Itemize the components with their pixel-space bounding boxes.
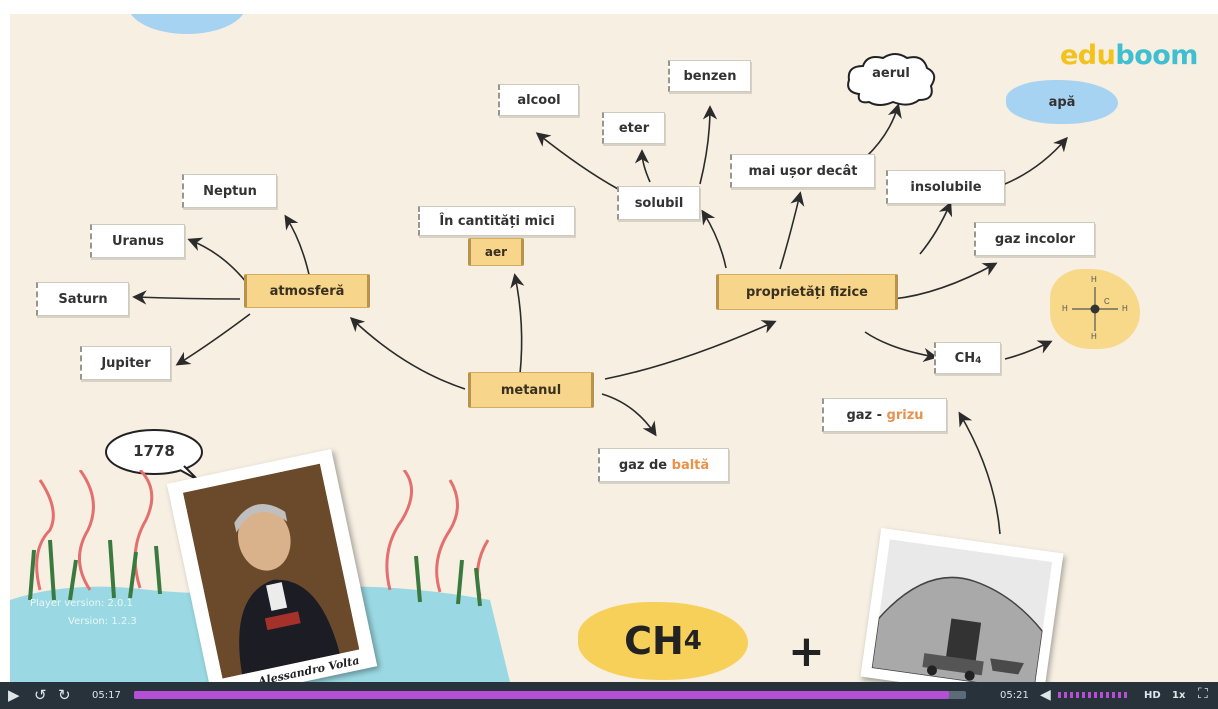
node-uranus: Uranus [90,224,185,258]
volume-slider[interactable] [1058,692,1130,698]
forward-icon[interactable]: ↻ [58,686,71,704]
version-line-1: Player version: 2.0.1 [30,598,133,609]
volume-icon[interactable]: ◀ [1040,687,1051,703]
node-atmosfera: atmosferă [244,274,370,308]
cloud-decoration [128,14,246,34]
node-apa: apă [1006,80,1118,124]
progress-fill [134,691,950,699]
version-line-2: Version: 1.2.3 [68,616,137,627]
speed-button[interactable]: 1x [1172,690,1186,701]
atom-h-right: H [1122,304,1128,313]
node-gaz-incolor: gaz incolor [974,222,1095,256]
year-label: 1778 [133,442,175,460]
node-mai-usor-decat: mai ușor decât [730,154,875,188]
eduboom-logo: eduboom [1060,40,1198,71]
rewind-icon[interactable]: ↺ [34,686,47,704]
node-gaz-de-balta: gaz de baltă [598,448,729,482]
node-proprietati-fizice: proprietăți fizice [716,274,898,310]
cloud-aerul [847,53,936,106]
node-benzen: benzen [668,60,751,92]
node-in-cantitati-mici: În cantități mici [418,206,575,236]
node-eter: eter [602,112,665,144]
molecule-diagram [1072,287,1118,331]
node-aer: aer [468,238,524,266]
node-jupiter: Jupiter [80,346,171,380]
volta-portrait-card: Alessandro Volta [166,448,378,682]
fullscreen-icon[interactable]: ⛶ [1198,686,1208,702]
atom-c: C [1104,297,1110,306]
quality-button[interactable]: HD [1144,690,1161,701]
play-icon[interactable]: ▶ [8,686,20,704]
atom-h-top: H [1091,275,1097,284]
node-insolubile: insolubile [886,170,1005,204]
mine-illustration [871,539,1053,682]
node-metanul: metanul [468,372,594,408]
current-time: 05:17 [92,690,121,701]
methane-molecule: H H C H H [1050,269,1140,349]
atom-h-left: H [1062,304,1068,313]
total-time: 05:21 [1000,690,1029,701]
mine-illustration-card [860,527,1064,682]
video-player-bar: ▶ ↺ ↻ 05:17 05:21 ◀ HD 1x ⛶ [0,682,1218,709]
progress-track[interactable] [134,691,966,699]
node-alcool: alcool [498,84,579,116]
lesson-canvas: eduboom metanul atmosferă proprietăți fi… [10,14,1218,682]
volta-portrait [182,463,360,679]
node-neptun: Neptun [182,174,277,208]
label-aerul: aerul [872,66,910,81]
node-saturn: Saturn [36,282,129,316]
node-gaz-grizu: gaz - grizu [822,398,947,432]
connector-arrows [132,103,1068,535]
node-solubil: solubil [617,186,700,220]
atom-h-bottom: H [1091,332,1097,341]
plus-sign: + [788,626,825,677]
